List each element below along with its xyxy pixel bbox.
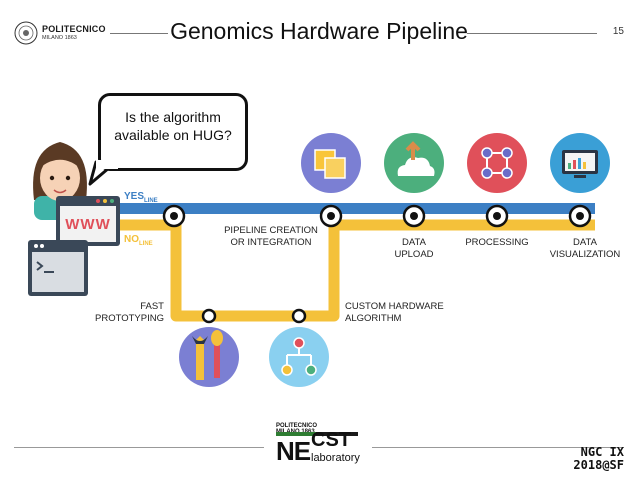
politecnico-logo: POLITECNICO MILANO 1863 bbox=[14, 21, 106, 45]
bubble-line-1: Is the algorithm bbox=[125, 109, 221, 125]
logo-sub: MILANO 1863 bbox=[42, 35, 77, 41]
necst-ne: NE bbox=[276, 436, 311, 466]
label-pipeline-creation-line1: PIPELINE CREATION bbox=[224, 225, 318, 236]
yes-main: YES bbox=[124, 191, 145, 202]
politecnico-seal-icon bbox=[14, 21, 38, 45]
no-line-label: NOLINE bbox=[124, 234, 153, 247]
speech-bubble-text: Is the algorithm available on HUG? bbox=[98, 108, 248, 144]
label-data-upload: DATA UPLOAD bbox=[384, 237, 444, 261]
tools-icon bbox=[179, 327, 239, 387]
pipeline-creation-icon bbox=[301, 133, 361, 193]
bubble-line-2: available on HUG? bbox=[114, 127, 232, 143]
label-data-visualization-line1: DATA bbox=[573, 237, 597, 248]
ngc-line-1: NGC IX bbox=[580, 445, 624, 459]
www-label: WWW bbox=[65, 216, 111, 233]
footer-rule-left bbox=[14, 447, 264, 448]
necst-lab: laboratory bbox=[311, 452, 360, 464]
title-rule-left bbox=[110, 33, 168, 34]
label-custom-hardware-line2: ALGORITHM bbox=[345, 313, 402, 324]
station-pipeline-creation bbox=[319, 204, 343, 228]
label-pipeline-creation-line2: OR INTEGRATION bbox=[230, 237, 312, 248]
label-data-upload-line2: UPLOAD bbox=[394, 249, 434, 260]
label-fast-prototyping-line2: PROTOTYPING bbox=[95, 313, 164, 324]
conference-tag: NGC IX 2018@SF bbox=[573, 446, 624, 472]
bubble-tail-cover bbox=[96, 160, 118, 169]
page-number: 15 bbox=[612, 26, 624, 37]
station-data-upload bbox=[402, 204, 426, 228]
necst-stripe-icon bbox=[276, 432, 358, 436]
label-data-visualization-line2: VISUALIZATION bbox=[549, 249, 621, 260]
label-processing-line1: PROCESSING bbox=[465, 237, 529, 248]
label-data-visualization: DATA VISUALIZATION bbox=[540, 237, 630, 261]
label-fast-prototyping: FAST PROTOTYPING bbox=[74, 301, 164, 325]
label-processing: PROCESSING bbox=[460, 237, 534, 249]
station-data-visualization bbox=[568, 204, 592, 228]
speech-bubble bbox=[98, 93, 248, 171]
label-data-upload-line1: DATA bbox=[402, 237, 426, 248]
yes-line-label: YESLINE bbox=[124, 191, 158, 204]
no-sub: LINE bbox=[139, 241, 153, 247]
browser-window-icon bbox=[56, 196, 120, 246]
page-title: Genomics Hardware Pipeline bbox=[170, 18, 468, 44]
cloud-upload-icon bbox=[384, 133, 444, 193]
logo-name: POLITECNICO bbox=[42, 24, 106, 34]
label-fast-prototyping-line1: FAST bbox=[140, 301, 164, 312]
yes-line-path bbox=[118, 203, 595, 214]
station-start bbox=[162, 204, 186, 228]
processing-network-icon bbox=[467, 133, 527, 193]
label-custom-hardware-line1: CUSTOM HARDWARE bbox=[345, 301, 444, 312]
necst-cst: CST bbox=[311, 429, 351, 451]
algorithm-tree-icon bbox=[269, 327, 329, 387]
monitor-chart-icon bbox=[550, 133, 610, 193]
label-pipeline-creation: PIPELINE CREATION OR INTEGRATION bbox=[210, 225, 332, 249]
stop-fast-prototyping bbox=[201, 308, 217, 324]
station-processing bbox=[485, 204, 509, 228]
footer-rule-right bbox=[372, 447, 624, 448]
terminal-window-icon bbox=[28, 240, 88, 296]
stop-custom-hardware bbox=[291, 308, 307, 324]
ngc-line-2: 2018@SF bbox=[573, 458, 624, 472]
label-custom-hardware: CUSTOM HARDWARE ALGORITHM bbox=[345, 301, 465, 325]
title-rule-right bbox=[467, 33, 597, 34]
no-main: NO bbox=[124, 234, 139, 245]
no-line-path bbox=[118, 219, 595, 322]
yes-sub: LINE bbox=[144, 198, 158, 204]
